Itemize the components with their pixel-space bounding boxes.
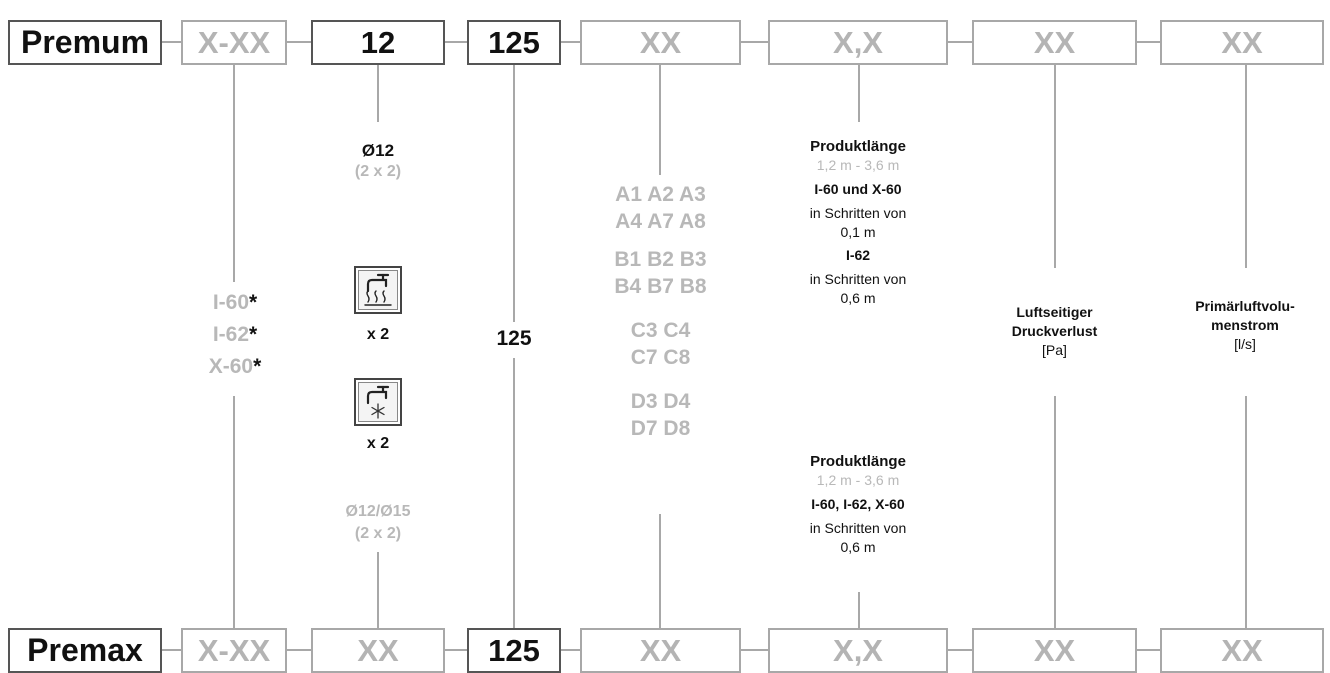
length-step-value: 0,6 m xyxy=(840,539,876,555)
list-item: B1 B2 B3 xyxy=(614,248,707,271)
list-item: A1 A2 A3 xyxy=(615,183,706,206)
length-series: I-62 xyxy=(845,247,871,263)
list-item: D3 D4 xyxy=(630,390,691,413)
list-item: C7 C8 xyxy=(630,346,691,369)
length-step-label: in Schritten von xyxy=(809,271,907,287)
bottom-pipe-code: XX xyxy=(311,628,445,673)
bottom-duct-code: 125 xyxy=(467,628,561,673)
length-title: Produktlänge xyxy=(810,453,906,470)
nozzle-group-b: B1 B2 B3 B4 B7 B8 xyxy=(580,246,741,300)
length-range: 1,2 m - 3,6 m xyxy=(816,472,900,488)
airflow-unit: [l/s] xyxy=(1234,336,1256,352)
series-item: X-60* xyxy=(208,355,262,378)
series-item: I-62* xyxy=(212,323,258,346)
pipe-diameter-top: Ø12 xyxy=(361,141,395,160)
bottom-pressure-code: XX xyxy=(972,628,1137,673)
top-series-code: X-XX xyxy=(181,20,287,65)
nozzle-list: A1 A2 A3 A4 A7 A8 B1 B2 B3 B4 B7 B8 C3 C… xyxy=(580,181,741,442)
bottom-product-name: Premax xyxy=(8,628,162,673)
length-step-value: 0,6 m xyxy=(840,290,876,306)
length-block-bottom: Produktlänge 1,2 m - 3,6 m I-60, I-62, X… xyxy=(768,452,948,557)
pipe-count-top: (2 x 2) xyxy=(354,163,402,180)
pipe-diameter-bottom: Ø12/Ø15 xyxy=(345,503,411,520)
top-duct-code: 125 xyxy=(467,20,561,65)
bottom-nozzle-code: XX xyxy=(580,628,741,673)
top-airflow-code: XX xyxy=(1160,20,1324,65)
bottom-length-code: X,X xyxy=(768,628,948,673)
length-block-top: Produktlänge 1,2 m - 3,6 m I-60 und X-60… xyxy=(768,137,948,308)
series-item: I-60* xyxy=(212,291,258,314)
length-range: 1,2 m - 3,6 m xyxy=(816,157,900,173)
length-step-label: in Schritten von xyxy=(809,520,907,536)
bottom-airflow-code: XX xyxy=(1160,628,1324,673)
nozzle-group-d: D3 D4 D7 D8 xyxy=(580,388,741,442)
airflow-label: Primärluftvolu- menstrom [l/s] xyxy=(1160,297,1330,354)
nozzle-group-c: C3 C4 C7 C8 xyxy=(580,317,741,371)
top-nozzle-code: XX xyxy=(580,20,741,65)
heating-quantity: x 2 xyxy=(366,326,390,343)
length-step-value: 0,1 m xyxy=(840,224,876,240)
cooling-water-icon xyxy=(354,378,402,426)
pressure-unit: [Pa] xyxy=(1042,342,1067,358)
top-pipe-code: 12 xyxy=(311,20,445,65)
series-list: I-60* I-62* X-60* xyxy=(160,287,310,383)
pipe-count-bottom: (2 x 2) xyxy=(354,525,402,542)
heating-water-icon xyxy=(354,266,402,314)
length-series: I-60, I-62, X-60 xyxy=(811,496,905,512)
duct-diameter: 125 xyxy=(496,327,532,350)
length-title: Produktlänge xyxy=(810,138,906,155)
bottom-series-code: X-XX xyxy=(181,628,287,673)
top-pressure-code: XX xyxy=(972,20,1137,65)
top-product-name: Premum xyxy=(8,20,162,65)
top-length-code: X,X xyxy=(768,20,948,65)
list-item: D7 D8 xyxy=(630,417,691,440)
list-item: B4 B7 B8 xyxy=(614,275,707,298)
list-item: A4 A7 A8 xyxy=(615,210,706,233)
cooling-quantity: x 2 xyxy=(366,435,390,452)
list-item: C3 C4 xyxy=(630,319,691,342)
length-series: I-60 und X-60 xyxy=(814,181,902,197)
pressure-label: Luftseitiger Druckverlust [Pa] xyxy=(972,303,1137,360)
length-step-label: in Schritten von xyxy=(809,205,907,221)
nozzle-group-a: A1 A2 A3 A4 A7 A8 xyxy=(580,181,741,235)
